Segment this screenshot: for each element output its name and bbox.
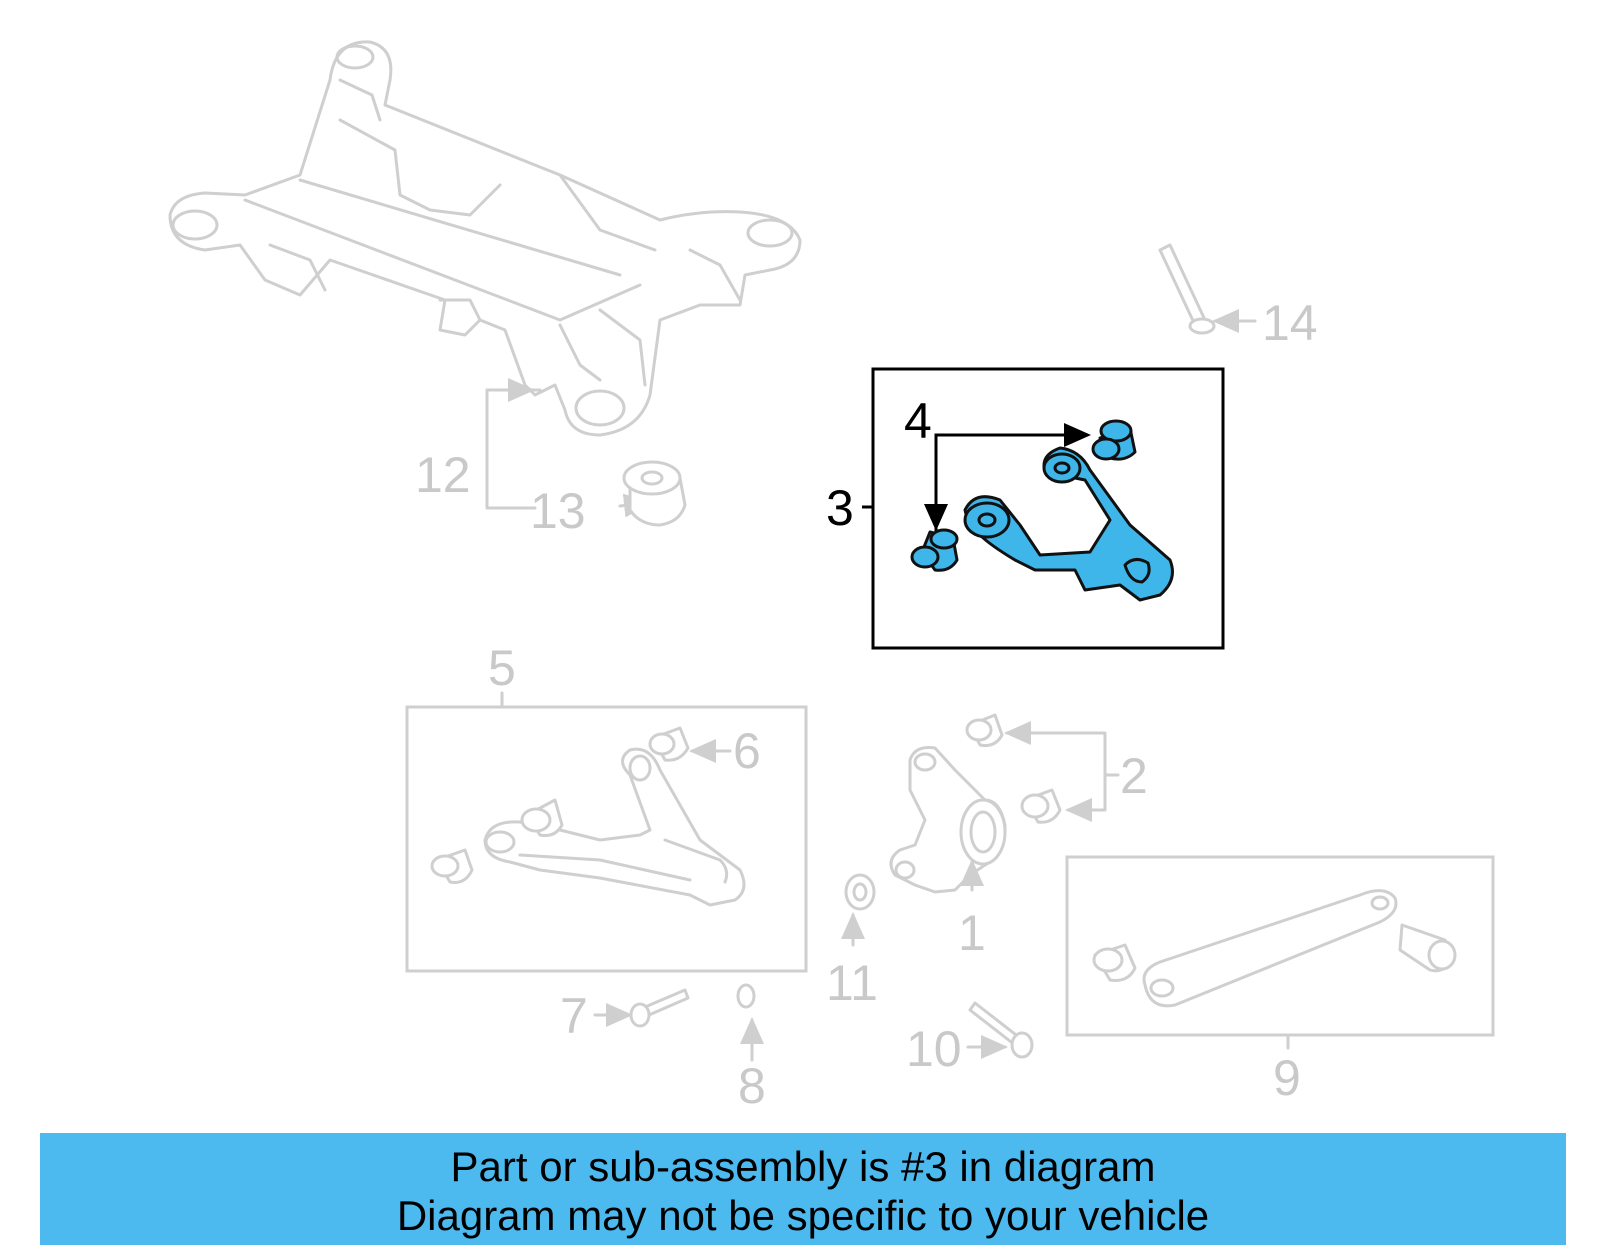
bushing-lower-arm-a[interactable] [520,798,564,837]
trailing-link-9[interactable] [1142,889,1398,1008]
upper-control-arm-3[interactable] [963,446,1174,602]
washer-8[interactable] [736,983,756,1009]
callout-9: 9 [1273,1050,1301,1106]
callout-12: 12 [415,447,471,503]
knuckle-1[interactable] [889,746,1007,894]
bushing-lower-arm-b[interactable] [430,848,474,884]
info-banner: Part or sub-assembly is #3 in diagram Di… [40,1133,1566,1245]
bushing-4-upper[interactable] [1091,419,1137,461]
bushing-4-lower[interactable] [910,528,959,572]
callout-10: 10 [906,1021,962,1077]
link-box-9 [1065,855,1495,1037]
callout-3: 3 [826,480,854,536]
callout-8: 8 [738,1058,766,1114]
bolt-14[interactable] [1158,243,1216,335]
bushing-2-upper[interactable] [965,713,1004,747]
callout-2: 2 [1120,748,1148,804]
lower-arm-box-5 [405,705,808,973]
callout-11: 11 [826,955,878,1011]
callout-14: 14 [1262,295,1318,351]
callout-5: 5 [488,640,516,696]
bushing-link-a[interactable] [1092,943,1137,982]
callout-1: 1 [958,905,986,961]
bushing-6[interactable] [648,726,690,762]
bolt-10[interactable] [968,1001,1034,1059]
callout-13: 13 [530,483,586,539]
rear-subframe[interactable] [168,40,802,437]
nut-11[interactable] [844,873,876,911]
mount-bushing-13[interactable] [622,460,687,527]
callout-6: 6 [733,723,761,779]
callout-7: 7 [560,988,588,1044]
banner-line-1: Part or sub-assembly is #3 in diagram [450,1143,1156,1190]
bushing-2-lower[interactable] [1020,788,1062,824]
banner-line-2: Diagram may not be specific to your vehi… [396,1192,1210,1239]
callout-4: 4 [904,393,932,449]
bushing-link-b[interactable] [1398,923,1457,973]
bolt-7[interactable] [629,988,690,1028]
